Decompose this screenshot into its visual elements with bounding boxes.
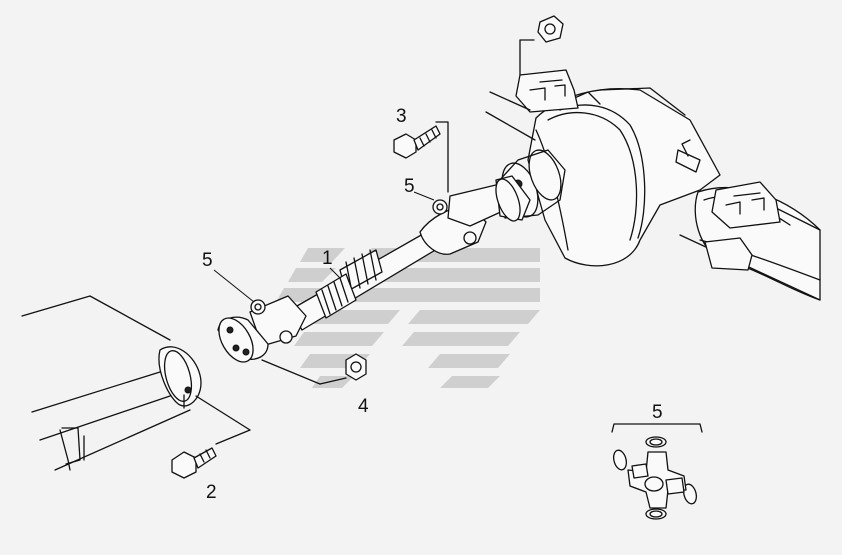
callout-bolt-lower: 2 [206,482,217,503]
universal-joint-kit [611,423,703,520]
bolt-item-2 [171,429,251,479]
callout-joint-left: 5 [202,250,213,271]
callout-bolt-upper: 3 [396,106,407,127]
transmission-housing [21,295,251,471]
top-nut [537,15,564,43]
bolt-item-3 [393,121,449,193]
callout-joint-right: 5 [404,176,415,197]
leader-lines [213,191,435,303]
callout-nut: 4 [358,396,369,417]
callout-drive-shaft: 1 [322,248,333,269]
nut-item-4 [345,353,367,381]
callout-kit: 5 [652,402,663,423]
rear-axle-housing [485,39,821,301]
drive-shaft [217,175,531,385]
